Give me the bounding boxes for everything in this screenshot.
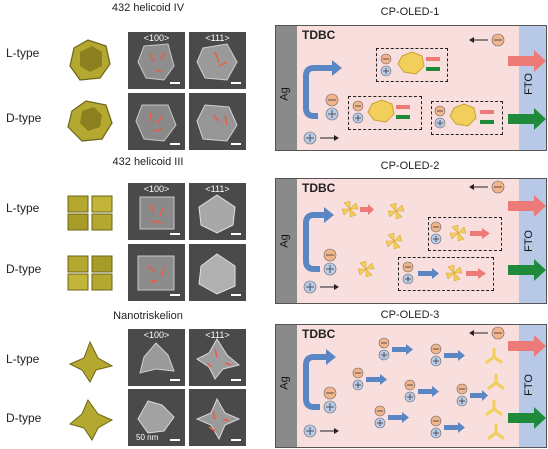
- ag-electrode: [276, 26, 297, 150]
- triskelion-particle-icon: [68, 340, 114, 384]
- panel-graphics: [303, 326, 546, 440]
- device-panel: Ag FTO TDBC: [275, 25, 547, 151]
- row-label: D-type: [6, 262, 42, 276]
- layer-label: TDBC: [302, 28, 336, 42]
- sem-image: [128, 244, 185, 301]
- view-label: <111>: [205, 33, 230, 43]
- view-label: <100>: [143, 33, 170, 43]
- nanoparticle-icon: [66, 38, 114, 82]
- panel-graphics: [303, 33, 546, 145]
- fto-electrode: [519, 26, 546, 150]
- panel-title: CP-OLED-1: [380, 6, 440, 18]
- nanoparticle-icon: [64, 250, 116, 294]
- sem-image: [189, 244, 246, 301]
- layer-label: TDBC: [302, 327, 336, 341]
- row-label: D-type: [6, 111, 42, 125]
- device-panel: Ag FTO TDBC: [275, 324, 547, 448]
- sem-image: [189, 93, 246, 150]
- emitter-box: [398, 257, 494, 291]
- row-label: L-type: [6, 352, 40, 366]
- triskelion-particle-icon: [68, 398, 114, 442]
- emitter-box: [348, 96, 422, 130]
- nanoparticle-icon: [64, 190, 116, 234]
- emitter-box: [376, 48, 448, 82]
- section-title: 432 helicoid III: [112, 156, 184, 168]
- row-label: L-type: [6, 46, 40, 60]
- panel-graphics: [303, 180, 546, 294]
- sem-image: [189, 389, 246, 446]
- sem-image: [128, 93, 185, 150]
- sem-image: <100>: [128, 183, 185, 240]
- row-label: L-type: [6, 201, 40, 215]
- ag-electrode: [276, 325, 297, 447]
- ag-electrode: [276, 179, 297, 303]
- emitter-box: [428, 217, 502, 251]
- nanoparticle-icon: [66, 99, 114, 143]
- sem-image: <100>: [128, 32, 185, 89]
- section-title: Nanotriskelion: [113, 310, 183, 322]
- sem-image: <111>: [189, 183, 246, 240]
- sem-image: <111>: [189, 329, 246, 386]
- row-label: D-type: [6, 411, 42, 425]
- panel-title: CP-OLED-3: [380, 309, 440, 321]
- emitter-box: [431, 101, 503, 135]
- view-label: <111>: [205, 330, 230, 340]
- view-label: <100>: [143, 184, 170, 194]
- scale-label: 50 nm: [136, 433, 159, 442]
- layer-label: TDBC: [302, 181, 336, 195]
- sem-image: 50 nm: [128, 389, 185, 446]
- sem-image: <100>: [128, 329, 185, 386]
- section-title: 432 helicoid IV: [111, 2, 185, 14]
- view-label: <100>: [143, 330, 170, 340]
- sem-image: <111>: [189, 32, 246, 89]
- fto-electrode: [519, 179, 546, 303]
- device-panel: Ag FTO TDBC: [275, 178, 547, 304]
- panel-title: CP-OLED-2: [380, 160, 440, 172]
- view-label: <111>: [205, 184, 230, 194]
